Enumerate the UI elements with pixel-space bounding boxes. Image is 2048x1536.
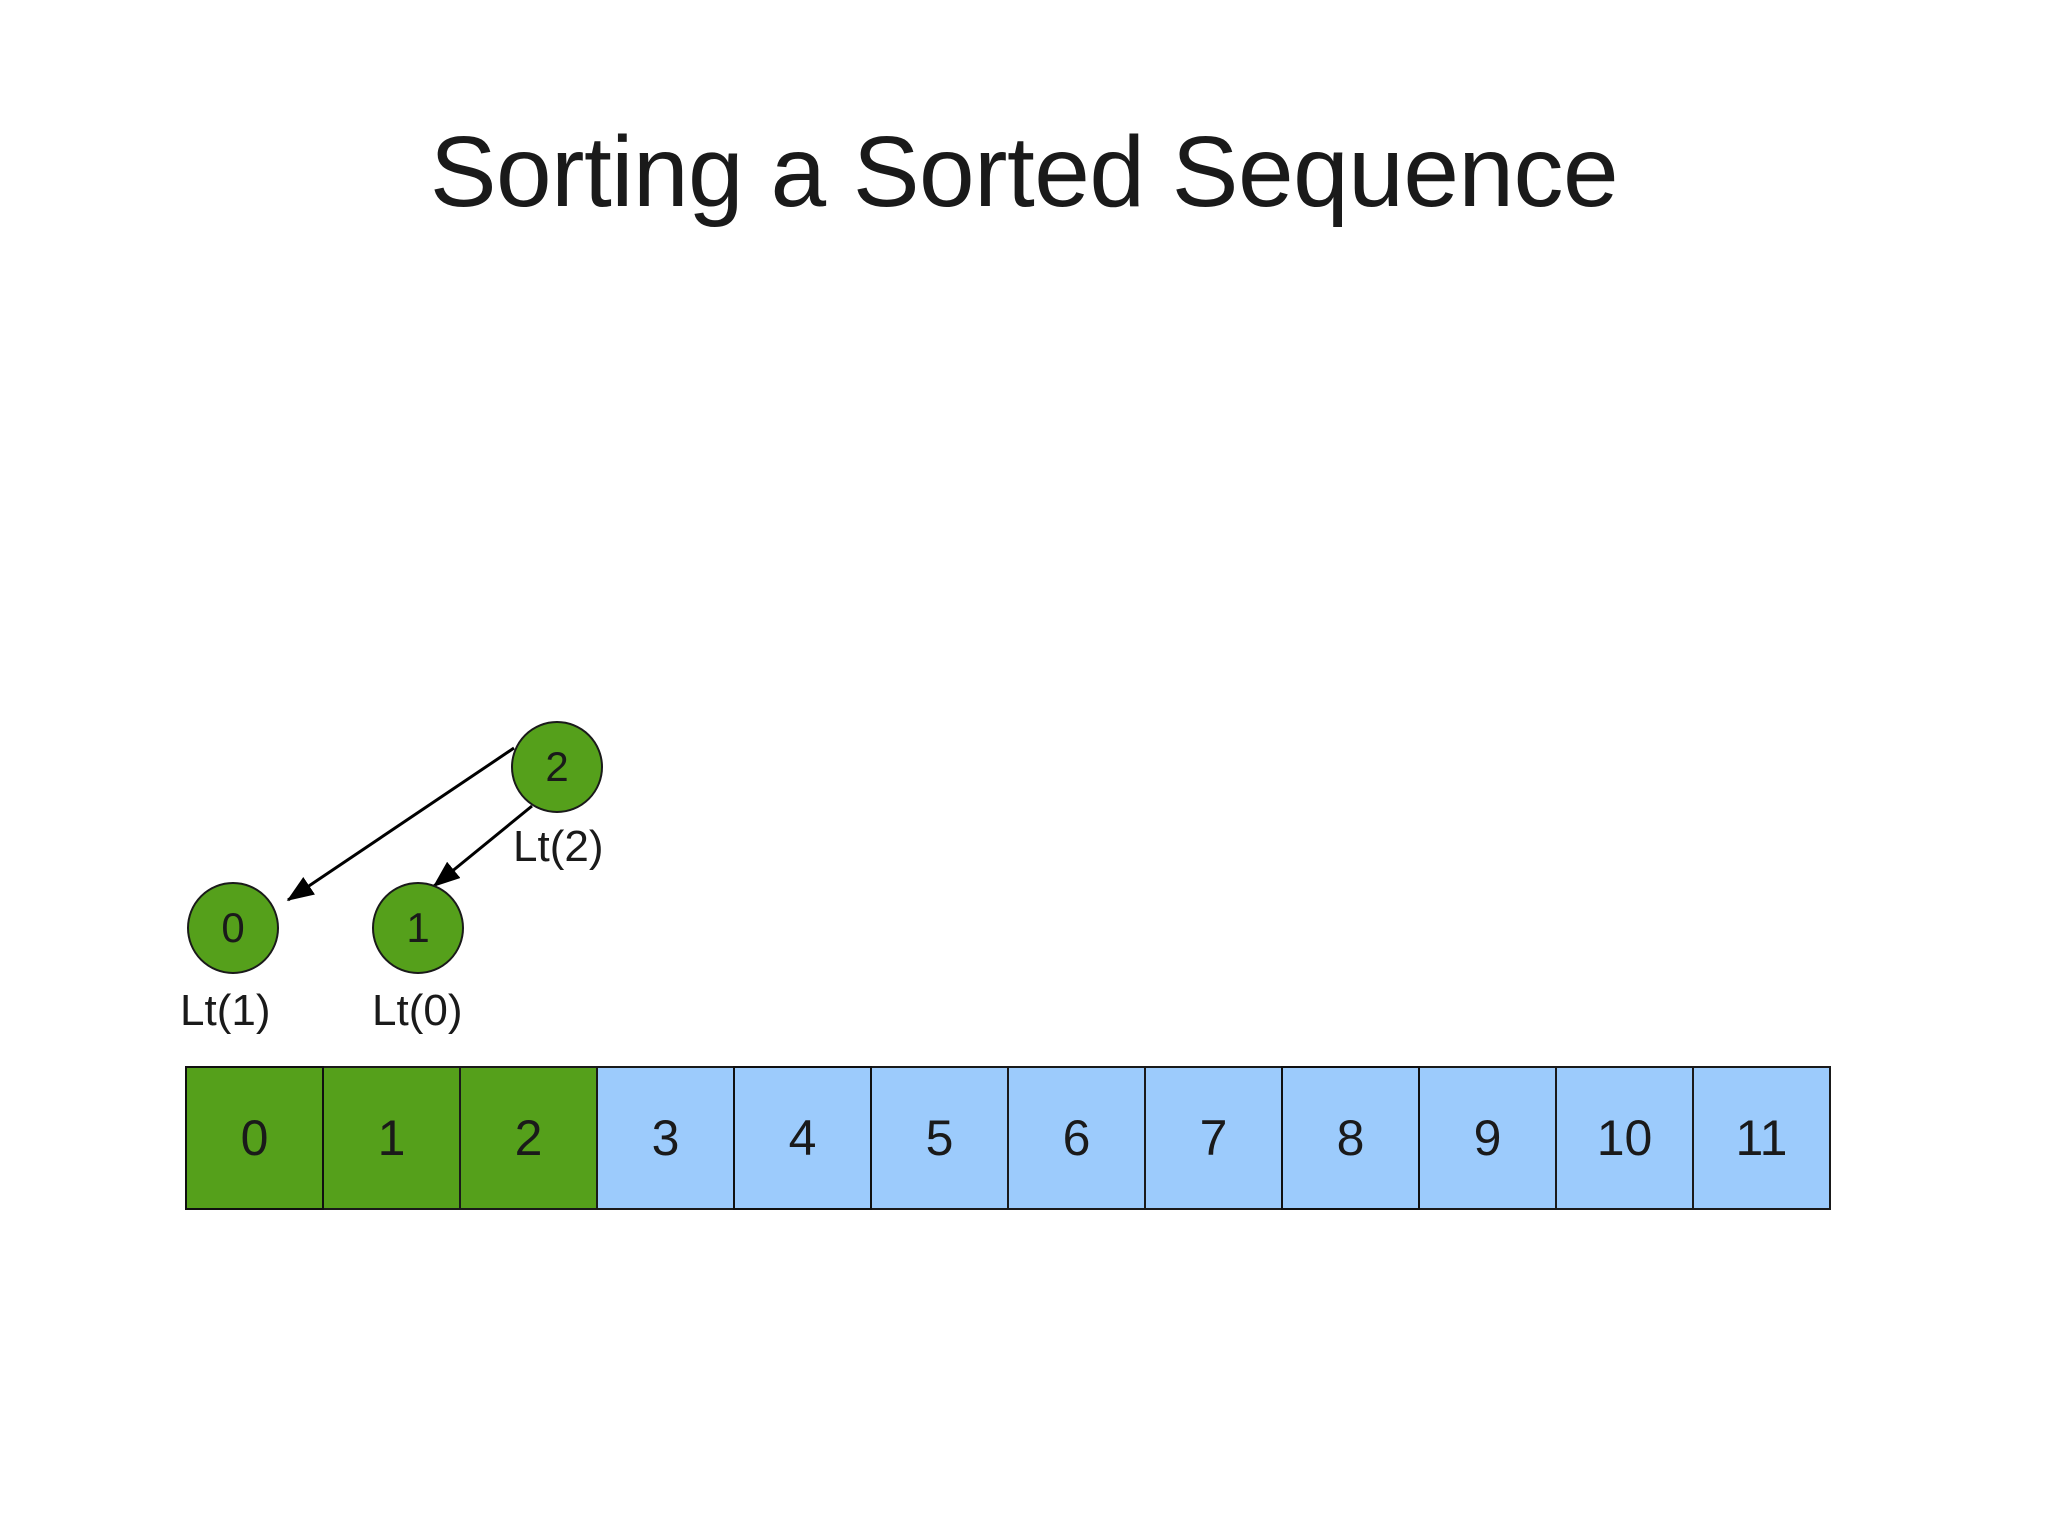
array-cell-value: 4 xyxy=(788,1110,817,1166)
array-cell[interactable]: 9 xyxy=(1418,1066,1557,1210)
graph-node-1-value: 1 xyxy=(406,904,430,951)
array-cell-value: 3 xyxy=(651,1110,680,1166)
graph-node-1-label: Lt(0) xyxy=(372,986,463,1035)
edge-2-to-0 xyxy=(286,746,515,902)
array-cell-value: 0 xyxy=(240,1110,269,1166)
array-cell[interactable]: 0 xyxy=(185,1066,324,1210)
array-cell-value: 7 xyxy=(1199,1110,1228,1166)
array-cell[interactable]: 8 xyxy=(1281,1066,1420,1210)
array-cell-value: 10 xyxy=(1596,1110,1653,1166)
array-cell[interactable]: 6 xyxy=(1007,1066,1146,1210)
array-cell-value: 9 xyxy=(1473,1110,1502,1166)
graph-node-0-label: Lt(1) xyxy=(180,986,271,1035)
array-cell[interactable]: 11 xyxy=(1692,1066,1831,1210)
array-cell[interactable]: 10 xyxy=(1555,1066,1694,1210)
graph-node-1[interactable]: 1 xyxy=(372,882,464,974)
array-cell[interactable]: 7 xyxy=(1144,1066,1283,1210)
graph-node-2[interactable]: 2 xyxy=(511,721,603,813)
graph-node-2-label: Lt(2) xyxy=(513,822,604,871)
array-cell-value: 2 xyxy=(514,1110,543,1166)
graph-node-0[interactable]: 0 xyxy=(187,882,279,974)
array-cell[interactable]: 5 xyxy=(870,1066,1009,1210)
array-cell[interactable]: 3 xyxy=(596,1066,735,1210)
array-cell-value: 5 xyxy=(925,1110,954,1166)
array-cell[interactable]: 2 xyxy=(459,1066,598,1210)
array-row: 0 1 2 3 4 5 6 7 8 9 10 11 xyxy=(185,1066,1831,1210)
array-cell[interactable]: 1 xyxy=(322,1066,461,1210)
array-cell-value: 6 xyxy=(1062,1110,1091,1166)
page-title: Sorting a Sorted Sequence xyxy=(429,116,1619,228)
array-cell-value: 11 xyxy=(1735,1110,1788,1166)
array-cell-value: 1 xyxy=(377,1110,406,1166)
graph-node-2-value: 2 xyxy=(545,743,569,790)
array-cell[interactable]: 4 xyxy=(733,1066,872,1210)
array-cell-value: 8 xyxy=(1336,1110,1365,1166)
graph-node-0-value: 0 xyxy=(221,904,245,951)
